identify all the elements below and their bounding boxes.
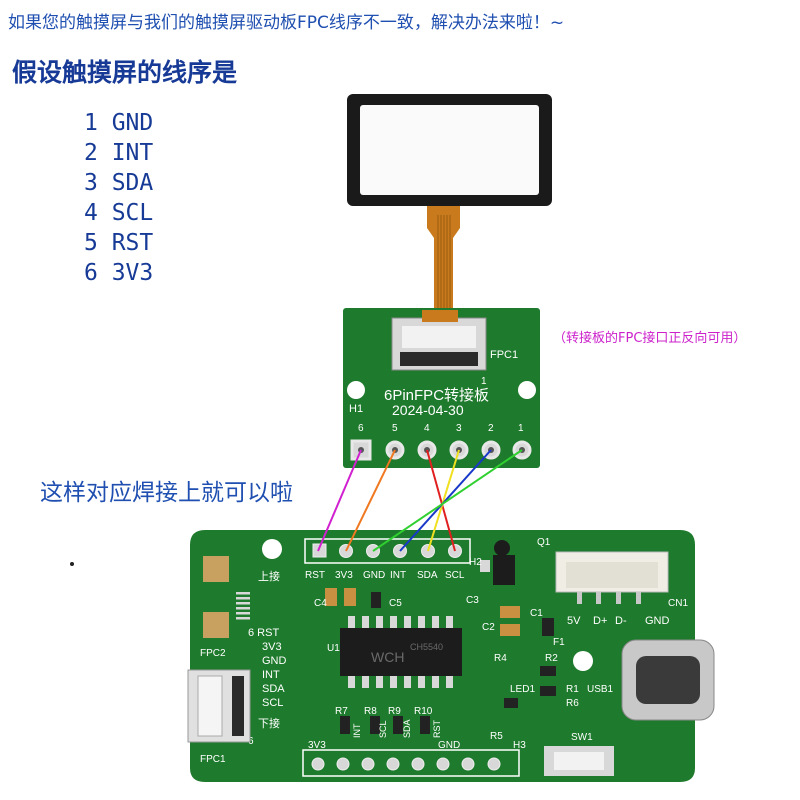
res-label: SCL — [378, 720, 388, 738]
ref-r4: R4 — [494, 653, 507, 664]
ref-c2: C2 — [482, 622, 495, 633]
driver-header-labels: RST 3V3 GND INT SDA SCL — [305, 570, 465, 581]
pin-order-item: 3 SDA — [84, 170, 154, 196]
wire-red — [426, 449, 456, 552]
chip-u1: WCH CH5540 — [340, 616, 462, 688]
bottom-label-3v3: 3V3 — [308, 740, 326, 751]
cn1-labels: 5V D+ D- GND — [567, 615, 670, 627]
wire-green — [372, 449, 523, 552]
ref-c5: C5 — [389, 598, 402, 609]
ref-f1: F1 — [553, 637, 565, 648]
adapter-pin-numbers: 6 5 4 3 2 1 — [358, 423, 524, 434]
adapter-pin-number: 5 — [392, 423, 398, 434]
ref-cn1: CN1 — [668, 598, 688, 609]
wires — [317, 449, 523, 552]
pin-order-item: 1 GND — [84, 110, 154, 136]
side-pin-label: 6 RST — [248, 627, 279, 639]
adapter-board: FPC1 1 6PinFPC转接板 2024-04-30 H1 6 5 4 3 … — [343, 308, 540, 468]
ref-h3: H3 — [513, 740, 526, 751]
side-pin-label: SCL — [262, 697, 283, 709]
wire-blue — [399, 449, 492, 552]
pin-order-item: 5 RST — [84, 230, 154, 256]
cn1-label: GND — [645, 615, 670, 627]
res-label: INT — [352, 723, 362, 738]
header-label: RST — [305, 570, 325, 581]
cn1-label: D+ — [593, 615, 607, 627]
ref-r8: R8 — [364, 706, 377, 717]
ref-usb1: USB1 — [587, 684, 614, 695]
top-caption: 如果您的触摸屏与我们的触摸屏驱动板FPC线序不一致，解决办法来啦！~ — [8, 13, 565, 33]
pin-order-item: 4 SCL — [84, 200, 154, 226]
res-label: SDA — [402, 719, 412, 738]
six-mark: 6 — [248, 736, 254, 747]
cn1-connector — [555, 551, 669, 604]
usb-c-port — [621, 639, 715, 721]
ref-r7: R7 — [335, 706, 348, 717]
wire-orange — [345, 449, 396, 552]
ref-c3: C3 — [466, 595, 479, 606]
fpc1-label: FPC1 — [200, 754, 226, 765]
ref-r5: R5 — [490, 731, 503, 742]
header-label: SDA — [417, 570, 438, 581]
ref-c4: C4 — [314, 598, 327, 609]
side-pin-label: INT — [262, 669, 280, 681]
dot-mark — [70, 562, 74, 566]
side-pin-label: GND — [262, 655, 287, 667]
heading: 假设触摸屏的线序是 — [12, 58, 238, 87]
adapter-pin-number: 2 — [488, 423, 494, 434]
one-mark: 1 — [262, 544, 268, 555]
ref-sw1: SW1 — [571, 732, 593, 743]
ref-led1: LED1 — [510, 684, 535, 695]
adapter-title: 6PinFPC转接板 — [384, 386, 489, 404]
ref-r2: R2 — [545, 653, 558, 664]
ref-r1: R1 — [566, 684, 579, 695]
ref-c1: C1 — [530, 608, 543, 619]
cn1-label: D- — [615, 615, 627, 627]
cn1-label: 5V — [567, 615, 581, 627]
driver-fpc-socket — [187, 669, 251, 743]
header-label: INT — [390, 570, 406, 581]
adapter-pin-number: 6 — [358, 423, 364, 434]
adapter-pin-number: 1 — [518, 423, 524, 434]
ref-q1: Q1 — [537, 537, 551, 548]
ref-h2: H2 — [469, 557, 482, 568]
res-label: RST — [432, 719, 442, 738]
ref-r9: R9 — [388, 706, 401, 717]
adapter-fpc-label: FPC1 — [490, 349, 518, 361]
pin-order-list: 1 GND 2 INT 3 SDA 4 SCL 5 RST 6 3V3 — [84, 108, 153, 288]
pad-top-label: 上接 — [258, 570, 280, 583]
adapter-pin-number: 4 — [424, 423, 430, 434]
bottom-label-gnd: GND — [438, 740, 460, 751]
header-label: GND — [363, 570, 385, 581]
ref-u1: U1 — [327, 643, 340, 654]
driver-board: RST 3V3 GND INT SDA SCL 上接 6 RST 3V3 GND… — [187, 530, 715, 782]
side-pin-labels: 6 RST 3V3 GND INT SDA SCL — [248, 627, 287, 709]
touch-panel — [347, 94, 552, 310]
adapter-small-one: 1 — [481, 376, 487, 387]
fpc2-label: FPC2 — [200, 648, 226, 659]
pin-order-item: 6 3V3 — [84, 260, 154, 286]
pad-bottom-label: 下接 — [258, 717, 280, 730]
ref-r6: R6 — [566, 698, 579, 709]
header-label: SCL — [445, 570, 465, 581]
adapter-hole-label: H1 — [349, 403, 363, 415]
chip-text: CH5540 — [410, 642, 443, 652]
adapter-pin-number: 3 — [456, 423, 462, 434]
solder-caption: 这样对应焊接上就可以啦 — [40, 480, 293, 506]
wire-magenta — [317, 449, 362, 552]
chip-logo: WCH — [371, 649, 404, 665]
pin-order-item: 2 INT — [84, 140, 154, 166]
header-label: 3V3 — [335, 570, 353, 581]
wire-yellow — [427, 449, 460, 552]
adapter-note: （转接板的FPC接口正反向可用） — [553, 331, 747, 346]
side-pin-label: SDA — [262, 683, 285, 695]
ref-r10: R10 — [414, 706, 433, 717]
side-pin-label: 3V3 — [262, 641, 282, 653]
adapter-fpc-connector — [391, 310, 487, 371]
adapter-date: 2024-04-30 — [392, 402, 464, 418]
